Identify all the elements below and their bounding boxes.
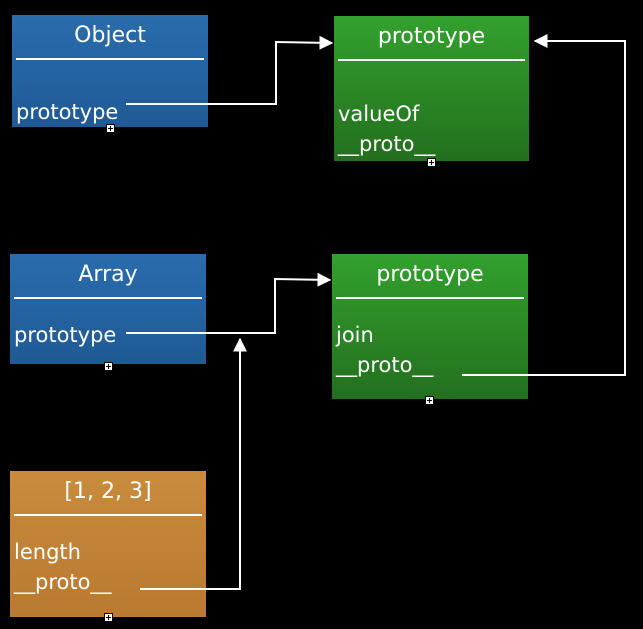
object-prototype-box-title: prototype — [377, 24, 486, 49]
object-prototype-box-divider — [338, 59, 525, 61]
instance-box-divider — [14, 514, 202, 516]
object-prototype-arrow — [126, 35, 334, 105]
array-box-resize-handle[interactable] — [104, 362, 113, 371]
array-prototype-proto-field: __proto__ — [336, 353, 434, 377]
instance-proto-field: __proto__ — [14, 570, 112, 594]
array-prototype-box-divider — [336, 297, 524, 299]
object-prototype-proto-field: __proto__ — [338, 132, 436, 156]
array-prototype-box-resize-handle[interactable] — [425, 396, 434, 405]
array-box[interactable]: Array prototype — [10, 254, 206, 364]
object-box-resize-handle[interactable] — [106, 124, 115, 133]
array-prototype-box-title: prototype — [376, 262, 484, 287]
array-box-divider — [14, 297, 202, 299]
instance-length-field: length — [14, 540, 81, 564]
array-prototype-arrow — [126, 272, 332, 334]
array-box-title: Array — [78, 262, 138, 287]
object-prototype-valueof-field: valueOf — [338, 102, 420, 126]
object-box-divider — [16, 58, 204, 60]
instance-proto-to-array-prototype-arrow — [140, 337, 247, 590]
array-prototype-field: prototype — [14, 323, 117, 347]
instance-box-resize-handle[interactable] — [104, 613, 113, 622]
object-prototype-box-resize-handle[interactable] — [427, 158, 436, 167]
instance-box-title: [1, 2, 3] — [64, 479, 152, 504]
object-box-title: Object — [74, 23, 146, 48]
object-box[interactable]: Object prototype — [12, 15, 208, 127]
array-prototype-join-field: join — [336, 323, 374, 347]
object-prototype-box[interactable]: prototype valueOf __proto__ — [334, 16, 529, 161]
instance-box[interactable]: [1, 2, 3] length __proto__ — [10, 471, 206, 617]
object-prototype-field: prototype — [16, 100, 119, 124]
array-proto-to-object-prototype-arrow — [462, 34, 626, 376]
